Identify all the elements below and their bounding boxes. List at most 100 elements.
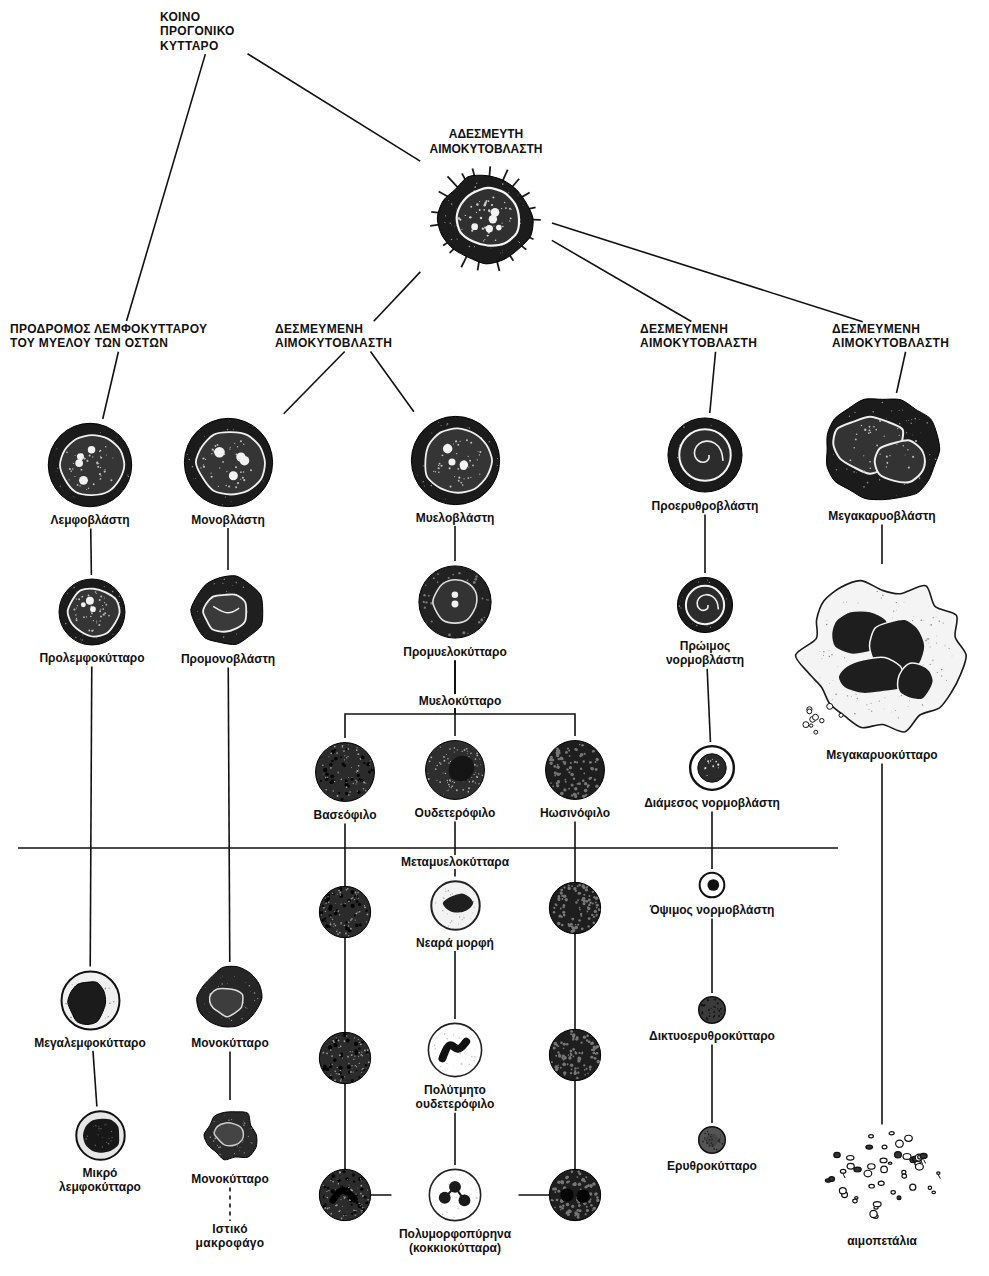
granulocyte-cell (330, 916, 332, 918)
cell-picture (100, 432, 101, 433)
granulocyte-cell (586, 1039, 588, 1041)
cell-picture (560, 792, 564, 796)
cell-picture (442, 897, 444, 899)
cell-picture (472, 464, 474, 466)
cell-picture (505, 207, 507, 209)
cell-picture (688, 483, 689, 484)
cell-picture (584, 795, 586, 797)
cell-picture (240, 471, 242, 473)
cell-picture (466, 748, 468, 750)
cell-picture (96, 593, 97, 594)
cell-picture (930, 624, 932, 626)
cell-picture (445, 773, 447, 775)
cell-picture (365, 783, 366, 784)
granulocyte-cell (338, 887, 342, 891)
lineage-line (228, 667, 230, 962)
cell-picture (593, 750, 595, 752)
granulocyte-cell (594, 1207, 596, 1209)
cell-picture (509, 208, 511, 210)
granulocyte-cell (586, 1209, 589, 1212)
granulocyte-cell (553, 911, 556, 914)
cell-picture (502, 226, 504, 228)
cell-picture (48, 423, 131, 506)
cell-picture (431, 620, 433, 622)
cell-picture (508, 192, 509, 193)
cell-picture (558, 758, 560, 760)
cell-picture (447, 758, 449, 760)
granulocyte-cell (351, 890, 355, 894)
cell-picture (449, 756, 475, 782)
granulocyte-cell (577, 1170, 579, 1172)
cell-picture (682, 597, 684, 599)
cell-picture (366, 762, 370, 766)
cell-picture (444, 887, 446, 889)
cell-picture (226, 591, 227, 592)
cell-picture (86, 616, 87, 617)
cell-picture (92, 456, 93, 457)
granulocyte-cell (351, 904, 355, 908)
granulocyte-cell (562, 1063, 566, 1067)
granulocyte-cell (330, 1213, 332, 1215)
cell-name: Ουδετερόφιλο (405, 806, 505, 820)
cell-picture (445, 890, 446, 891)
cell-picture (436, 780, 437, 781)
cell-picture (864, 429, 866, 431)
granulocyte-cell (359, 1042, 360, 1043)
cell-picture (873, 426, 874, 427)
granulocyte-cell (582, 886, 585, 889)
cell-picture (471, 777, 472, 778)
cell-picture (357, 780, 359, 782)
cell-picture (99, 473, 101, 475)
cell-picture (488, 475, 490, 477)
lineage-line (284, 351, 345, 413)
cell-picture (188, 458, 189, 459)
granulocyte-cell (337, 1039, 339, 1041)
cell-picture (679, 605, 681, 607)
cell-name: Μυελοβλάστη (400, 511, 510, 525)
cell-picture (476, 776, 478, 778)
granulocyte-cell (348, 935, 349, 936)
cell-picture (104, 1017, 106, 1019)
cell-picture (205, 986, 207, 988)
cell-picture (348, 794, 350, 796)
cell-picture (232, 429, 233, 430)
cell-picture (912, 615, 914, 617)
cell-picture (222, 583, 223, 584)
granulocyte-cell (319, 886, 370, 937)
cell-picture (910, 422, 912, 424)
cell-picture (435, 888, 475, 926)
cell-picture (458, 476, 460, 478)
granulocyte-cell (566, 1181, 569, 1184)
cell-node: Ηωσινόφιλο (528, 737, 623, 820)
cell-picture (468, 756, 469, 757)
granulocyte-cell (361, 1072, 362, 1073)
cell-picture (202, 457, 204, 459)
granulocyte-cell (549, 1029, 600, 1080)
granulocyte-cell (568, 1056, 571, 1059)
cell-picture (334, 749, 336, 751)
granulocyte-cell (560, 1180, 564, 1184)
granulocyte-cell (323, 907, 325, 909)
cell-picture (487, 599, 489, 601)
cell-picture (925, 640, 927, 642)
granulocyte-cell (346, 1039, 350, 1043)
cell-picture (595, 768, 598, 771)
cell-picture (235, 486, 237, 488)
granulocyte-cell (351, 1065, 352, 1066)
cell-picture (580, 767, 583, 770)
granulocyte-cell (577, 1072, 579, 1074)
granulocyte-cell (560, 1188, 574, 1202)
granulocyte-cell (347, 1056, 349, 1058)
lineage-line (345, 823, 392, 1195)
granulocyte-cell (569, 1050, 572, 1053)
cell-picture (560, 756, 564, 760)
granulocyte-cell (561, 1181, 564, 1184)
granulocyte-cell (346, 1179, 348, 1181)
granulocyte-cell (367, 1049, 369, 1051)
cell-node: Μονοβλάστη (173, 415, 283, 527)
cell-picture (854, 412, 855, 413)
cell-picture (481, 598, 483, 600)
cell-picture (77, 484, 79, 486)
cell-picture (96, 621, 97, 622)
